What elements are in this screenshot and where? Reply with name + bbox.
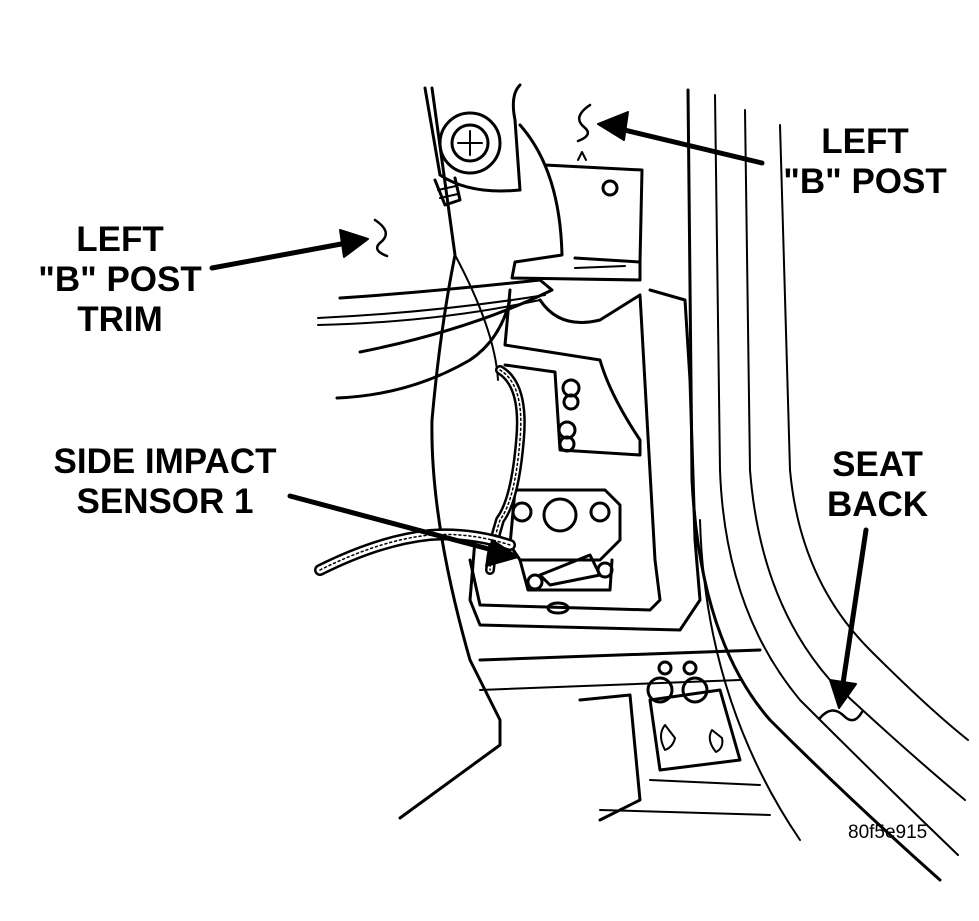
sensor-mount-panel <box>468 288 702 632</box>
arrowhead-b-post <box>597 111 629 141</box>
leader-arrows <box>209 103 869 722</box>
arrow-b-post-trim <box>209 239 355 271</box>
squiggle-b-post-trim <box>373 218 389 258</box>
floor-structure <box>478 648 771 822</box>
label-left-b-post: LEFT "B" POST <box>783 122 947 201</box>
arrowhead-side-impact-sensor <box>485 539 519 567</box>
label-seat-back: SEAT BACK <box>826 445 929 524</box>
upper-bracket <box>423 83 644 282</box>
figure-id: 80f5e915 <box>848 822 928 843</box>
arrow-side-impact-sensor <box>287 493 503 555</box>
squiggle-b-post <box>576 103 592 143</box>
arrowhead-b-post-trim <box>339 229 369 258</box>
arrow-seat-back <box>839 527 869 693</box>
wire-harness <box>314 365 526 576</box>
seat-back-outline <box>686 88 969 882</box>
label-left-b-post-trim: LEFT "B" POST TRIM <box>38 220 202 339</box>
squiggle-seat-back <box>818 709 864 722</box>
label-side-impact-sensor: SIDE IMPACT SENSOR 1 <box>53 442 277 521</box>
arrowhead-seat-back <box>829 679 857 709</box>
arrow-b-post <box>609 124 765 166</box>
